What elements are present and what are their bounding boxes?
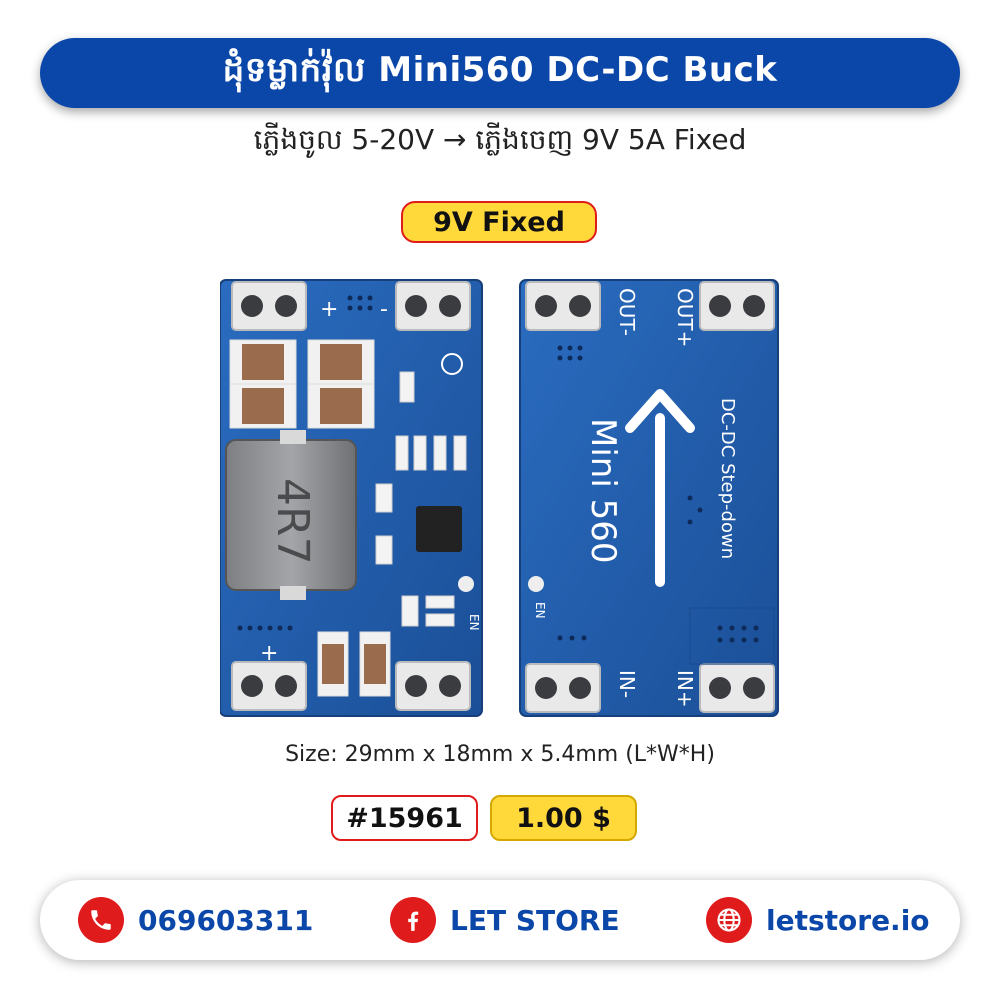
out-minus-label: OUT- (615, 288, 639, 336)
title-banner: ដុំទម្លាក់វ៉ុល Mini560 DC-DC Buck (40, 38, 960, 108)
contact-footer: 069603311 LET STORE letstore.io (40, 880, 960, 960)
phone-icon (78, 897, 124, 943)
phone-number: 069603311 (138, 903, 314, 937)
in-plus-label: IN+ (673, 670, 697, 708)
back-en-label: EN (533, 602, 547, 619)
facebook-contact[interactable]: LET STORE (390, 880, 620, 960)
front-plus-bottom-label: + (260, 641, 278, 666)
variant-badge: 9V Fixed (401, 201, 597, 243)
in-minus-label: IN- (615, 670, 639, 698)
board-model: Mini 560 (583, 418, 623, 563)
out-plus-label: OUT+ (673, 288, 697, 347)
pcb-back: OUT- OUT+ IN- IN+ Mini 560 DC-DC Step-do… (519, 279, 779, 717)
website-contact[interactable]: letstore.io (706, 880, 930, 960)
website-url: letstore.io (766, 903, 930, 937)
board-description: DC-DC Step-down (717, 398, 738, 559)
phone-contact[interactable]: 069603311 (78, 880, 313, 960)
price-badge: 1.00 $ (490, 795, 637, 841)
capacitor-group (229, 339, 391, 697)
page-title: ដុំទម្លាក់វ៉ុល Mini560 DC-DC Buck (222, 50, 778, 90)
facebook-name: LET STORE (450, 903, 620, 937)
facebook-icon (390, 897, 436, 943)
buck-ic (416, 506, 462, 552)
front-en-label: EN (467, 614, 481, 631)
product-image: + - + 4R7 (220, 279, 779, 717)
front-plus-label: + (320, 297, 338, 322)
inductor: 4R7 (225, 430, 357, 600)
spec-subtitle: ភ្លើងចូល 5-20V → ភ្លើងចេញ 9V 5A Fixed (253, 123, 747, 156)
arrow-up-icon (625, 389, 695, 587)
pcb-front: + - + 4R7 (220, 279, 483, 717)
globe-icon (706, 897, 752, 943)
product-code-badge: #15961 (331, 795, 478, 841)
size-text: Size: 29mm x 18mm x 5.4mm (L*W*H) (285, 742, 715, 767)
inductor-marking: 4R7 (267, 478, 318, 565)
front-minus-label: - (380, 297, 388, 322)
